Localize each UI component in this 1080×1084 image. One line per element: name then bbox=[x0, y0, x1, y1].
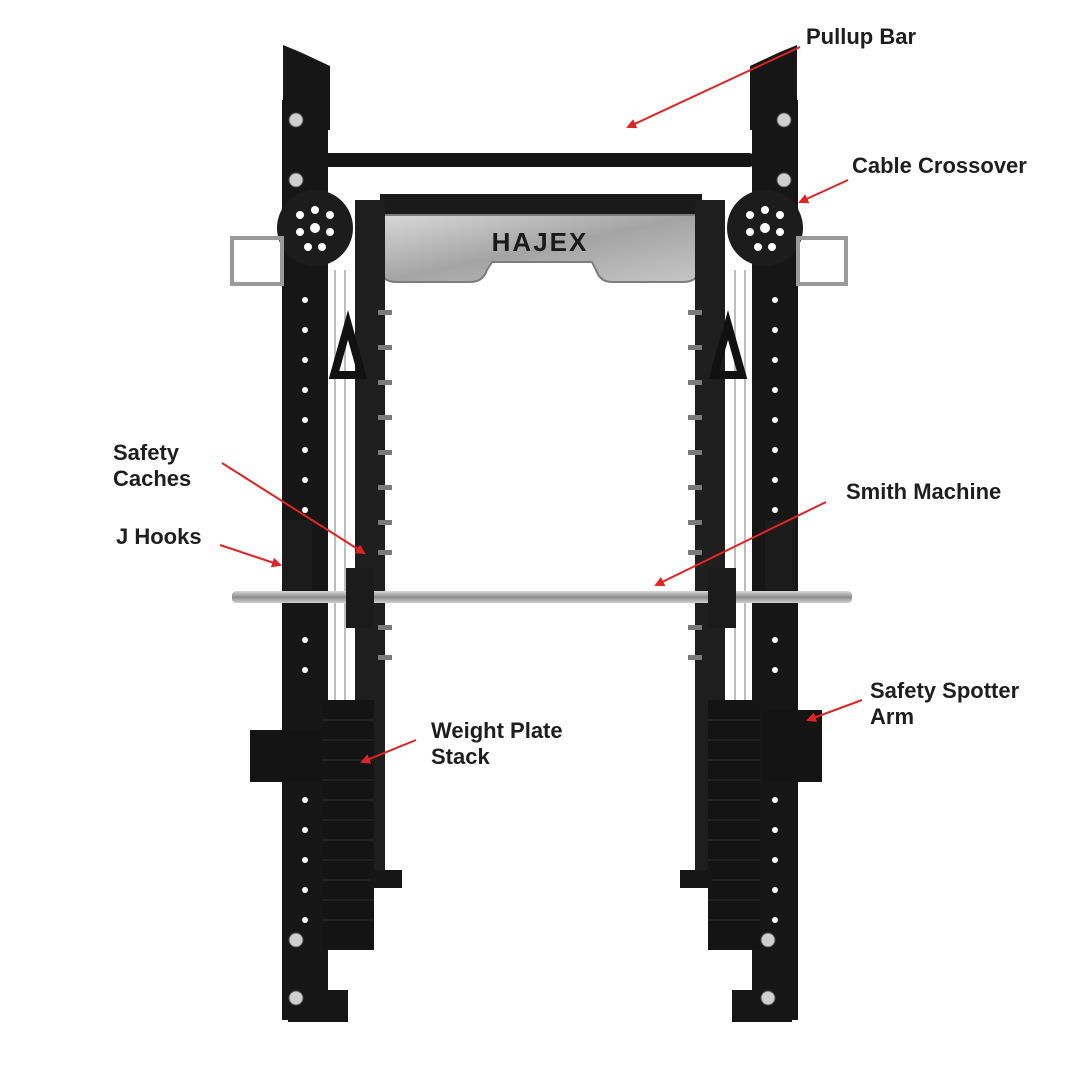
left-pulley bbox=[277, 190, 353, 266]
label-pullup-bar: Pullup Bar bbox=[806, 24, 917, 49]
left-spotter-arm bbox=[250, 730, 322, 782]
right-spotter-arm bbox=[762, 710, 822, 782]
label-weight-plate-stack: Weight Plate Stack bbox=[431, 718, 563, 769]
label-smith-machine: Smith Machine bbox=[846, 479, 1002, 504]
label-safety-spotter-arm: Safety Spotter Arm bbox=[870, 678, 1020, 729]
callout-arrows bbox=[219, 46, 863, 764]
brand-plate bbox=[379, 214, 701, 283]
arrow-pullup-bar bbox=[626, 46, 801, 129]
right-rear-foot bbox=[680, 870, 712, 888]
right-upright-holes bbox=[772, 297, 778, 923]
arrow-j-hooks bbox=[219, 544, 282, 568]
side-guide-bars bbox=[230, 236, 848, 286]
arrow-cable-crossover bbox=[798, 179, 849, 204]
cable-handles bbox=[328, 310, 748, 379]
arrow-weight-stack bbox=[360, 739, 417, 764]
cables bbox=[334, 270, 746, 720]
label-j-hooks: J Hooks bbox=[116, 524, 202, 549]
frame-bolts bbox=[288, 112, 792, 1006]
pullup-bar bbox=[315, 153, 755, 167]
brand-logo-text: HAJEX bbox=[492, 227, 589, 257]
left-upright-holes bbox=[302, 297, 308, 923]
arrow-safety-spotter bbox=[806, 699, 863, 722]
smith-bar bbox=[232, 591, 852, 603]
arrow-safety-caches bbox=[221, 462, 366, 555]
right-pulley bbox=[727, 190, 803, 266]
top-crossbeam bbox=[380, 194, 702, 216]
label-safety-caches: Safety Caches bbox=[113, 440, 192, 491]
left-rack-rungs bbox=[378, 310, 392, 660]
label-cable-crossover: Cable Crossover bbox=[852, 153, 1027, 178]
left-weight-stack bbox=[322, 700, 374, 950]
right-rack-rungs bbox=[688, 310, 702, 660]
arrow-smith-machine bbox=[654, 501, 827, 586]
safety-catches bbox=[346, 568, 736, 628]
right-weight-stack bbox=[708, 700, 760, 950]
left-rear-foot bbox=[370, 870, 402, 888]
j-hooks bbox=[282, 520, 795, 590]
